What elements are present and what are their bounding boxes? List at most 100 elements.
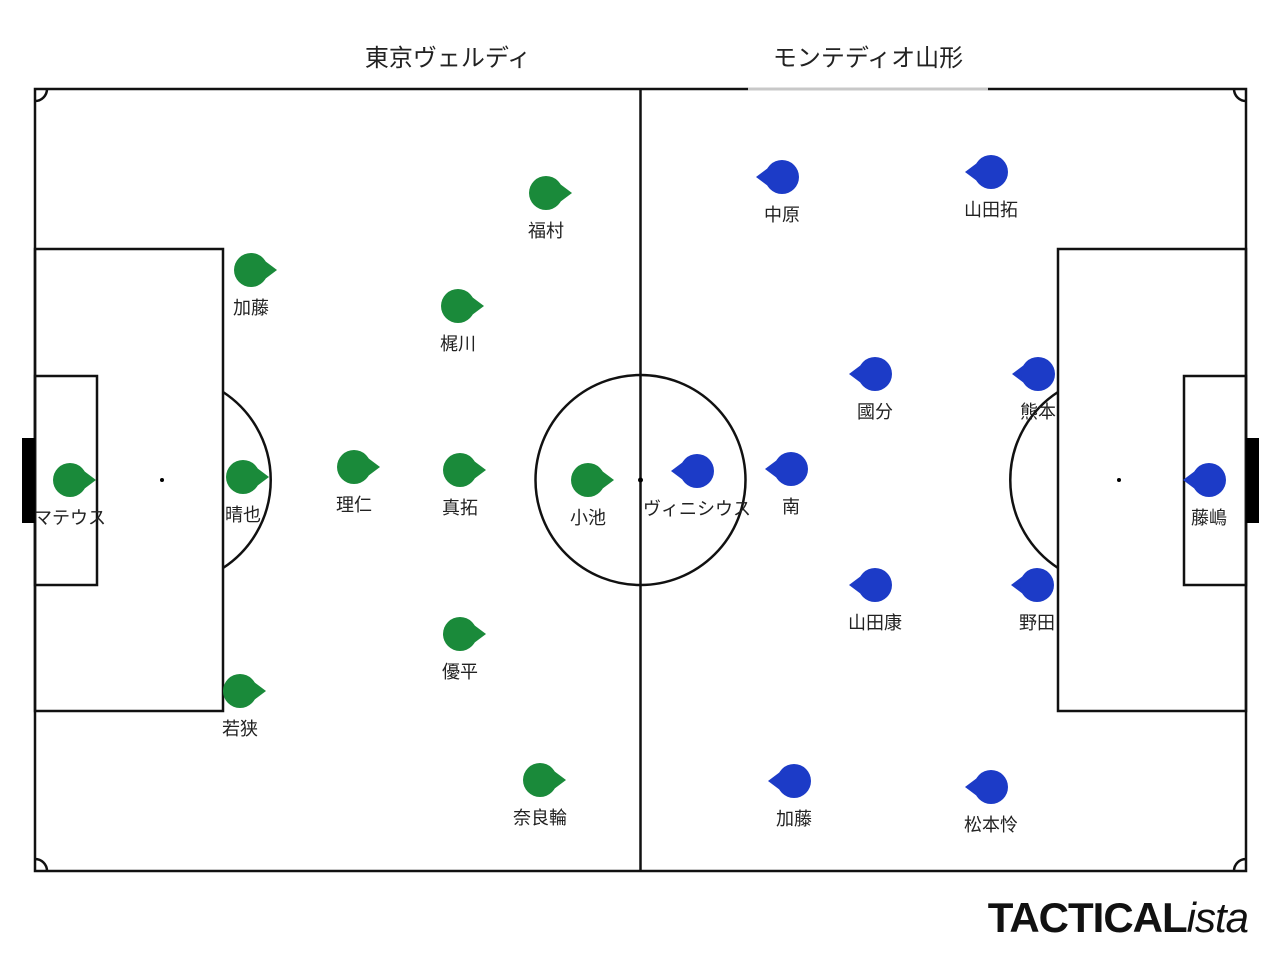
facing-arrow-icon (768, 772, 780, 790)
home-player-3: 加藤 (233, 253, 277, 319)
center-spot (638, 477, 643, 483)
player-name: 南 (782, 497, 800, 518)
facing-arrow-icon (474, 461, 486, 479)
facing-arrow-icon (554, 771, 566, 789)
player-marker (1021, 357, 1055, 391)
player-marker (858, 357, 892, 391)
player-name: 藤嶋 (1191, 508, 1227, 529)
player-name: 福村 (528, 221, 564, 242)
player-name: 松本怜 (964, 815, 1018, 836)
center-circle (534, 373, 747, 587)
player-name: 若狭 (222, 719, 258, 740)
player-marker (765, 160, 799, 194)
player-marker (858, 568, 892, 602)
player-marker (974, 770, 1008, 804)
away-team-name: モンテディオ山形 (772, 44, 964, 72)
away-player-6: 山田拓 (964, 155, 1018, 221)
facing-arrow-icon (560, 184, 572, 202)
left-goal (22, 438, 35, 523)
home-player-11: 奈良輪 (513, 763, 567, 829)
player-marker (974, 155, 1008, 189)
facing-arrow-icon (965, 778, 977, 796)
right-goal (1246, 438, 1259, 523)
home-player-4: 若狭 (222, 674, 266, 740)
player-marker (774, 452, 808, 486)
player-name: 加藤 (233, 298, 269, 319)
facing-arrow-icon (1183, 471, 1195, 489)
away-player-4: 國分 (849, 357, 893, 423)
facing-arrow-icon (265, 261, 277, 279)
away-player-2: 熊本 (1012, 357, 1056, 423)
player-marker (1020, 568, 1054, 602)
player-marker (680, 454, 714, 488)
facing-arrow-icon (602, 471, 614, 489)
player-marker (337, 450, 371, 484)
corner-arc-tr (1232, 88, 1247, 103)
away-player-8: 中原 (756, 160, 800, 226)
player-name: 真拓 (442, 498, 478, 519)
facing-arrow-icon (756, 168, 768, 186)
player-marker (443, 617, 477, 651)
player-name: 中原 (764, 205, 800, 226)
player-marker (53, 463, 87, 497)
player-name: 理仁 (336, 495, 372, 516)
player-name: 梶川 (440, 334, 476, 355)
player-marker (226, 460, 260, 494)
facing-arrow-icon (965, 163, 977, 181)
home-player-6: 梶川 (440, 289, 484, 355)
away-player-1: 藤嶋 (1183, 463, 1227, 529)
away-player-3: 野田 (1011, 568, 1055, 634)
player-name: 國分 (857, 402, 893, 423)
player-marker (777, 764, 811, 798)
player-name: 優平 (442, 662, 478, 683)
facing-arrow-icon (765, 460, 777, 478)
facing-arrow-icon (84, 471, 96, 489)
player-marker (1192, 463, 1226, 497)
facing-arrow-icon (1012, 365, 1024, 383)
player-name: ヴィニシウス (643, 499, 751, 520)
brand-suffix: ista (1186, 894, 1249, 941)
player-marker (523, 763, 557, 797)
player-name: マテウス (34, 508, 106, 529)
facing-arrow-icon (257, 468, 269, 486)
home-player-2: 晴也 (225, 460, 269, 526)
right-penalty-arc (1009, 390, 1059, 570)
player-name: 奈良輪 (513, 808, 567, 829)
home-player-1: マテウス (34, 463, 106, 529)
left-penalty-arc (222, 390, 272, 570)
facing-arrow-icon (671, 462, 683, 480)
home-player-8: 優平 (442, 617, 486, 683)
player-name: 山田康 (848, 613, 902, 634)
brand-main: TACTICAL (987, 894, 1188, 941)
away-player-10: 加藤 (768, 764, 812, 830)
facing-arrow-icon (474, 625, 486, 643)
facing-arrow-icon (472, 297, 484, 315)
facing-arrow-icon (1011, 576, 1023, 594)
facing-arrow-icon (849, 365, 861, 383)
player-marker (443, 453, 477, 487)
away-player-9: 南 (765, 452, 808, 518)
player-name: 山田拓 (964, 200, 1018, 221)
corner-arc-br (1232, 857, 1247, 872)
away-player-11: ヴィニシウス (643, 454, 751, 520)
player-name: 熊本 (1020, 402, 1056, 423)
player-marker (529, 176, 563, 210)
corner-arc-tl (34, 88, 49, 103)
tacticalista-logo: TACTICALista (987, 894, 1249, 942)
home-player-10: 小池 (570, 463, 614, 529)
player-marker (571, 463, 605, 497)
players-layer: マテウス晴也加藤若狭理仁梶川真拓優平福村小池奈良輪藤嶋熊本野田國分山田康山田拓松… (34, 155, 1227, 836)
facing-arrow-icon (849, 576, 861, 594)
left-penalty-spot (160, 478, 164, 482)
facing-arrow-icon (254, 682, 266, 700)
away-player-7: 松本怜 (964, 770, 1018, 836)
player-name: 加藤 (776, 809, 812, 830)
player-marker (234, 253, 268, 287)
player-marker (441, 289, 475, 323)
home-player-9: 福村 (528, 176, 572, 242)
away-player-5: 山田康 (848, 568, 902, 634)
home-team-name: 東京ヴェルディ (364, 44, 532, 72)
player-name: 小池 (570, 508, 606, 529)
